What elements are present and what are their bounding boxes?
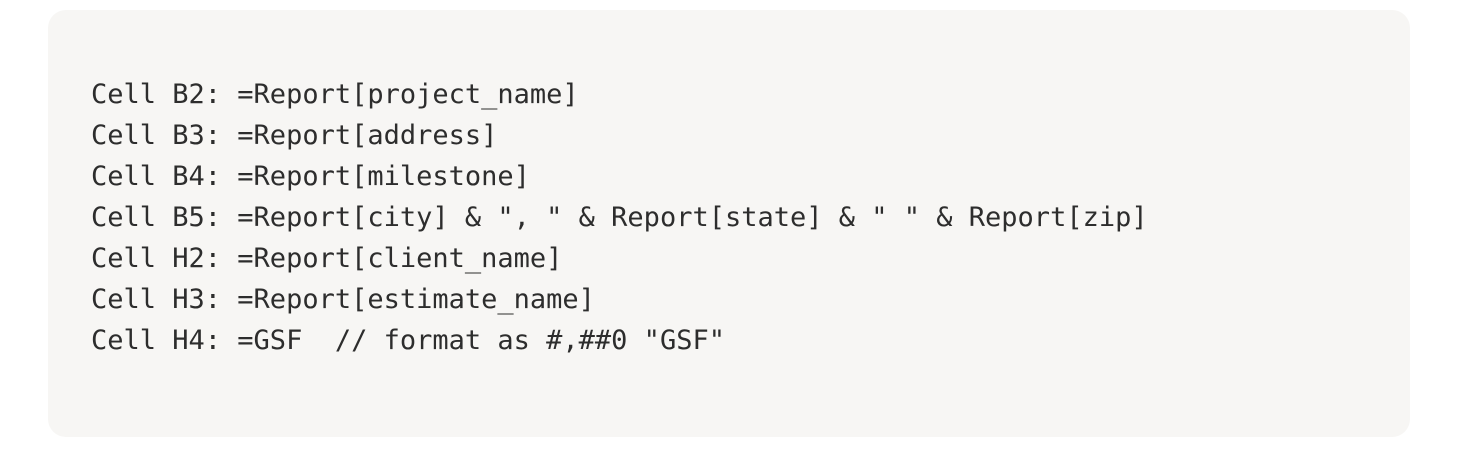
code-line: Cell H4: =GSF // format as #,##0 "GSF" [91,325,725,356]
code-block: Cell B2: =Report[project_name] Cell B3: … [48,10,1410,437]
code-line: Cell B2: =Report[project_name] [91,79,579,110]
code-line: Cell B3: =Report[address] [91,120,498,151]
code-line: Cell B4: =Report[milestone] [91,161,530,192]
code-line: Cell H3: =Report[estimate_name] [91,284,595,315]
code-line: Cell B5: =Report[city] & ", " & Report[s… [91,202,1148,233]
code-line: Cell H2: =Report[client_name] [91,243,563,274]
